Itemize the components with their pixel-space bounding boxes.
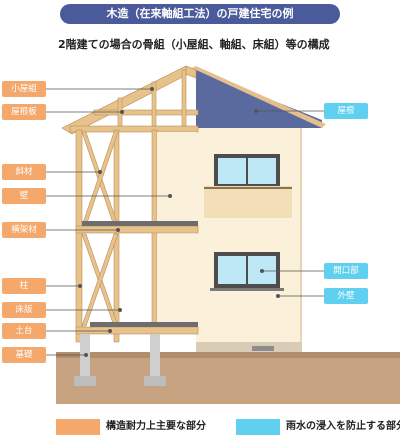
brace-low-2: [81, 233, 119, 327]
label-roof-frame: 小屋組: [2, 81, 46, 97]
label-roof-board: 屋根板: [2, 104, 46, 120]
roof-strut-2: [151, 81, 157, 127]
rafter-left: [61, 65, 197, 135]
post-right: [151, 129, 158, 343]
wall-panel-lower: [157, 234, 196, 326]
label-sill: 土台: [2, 323, 46, 339]
label-wall: 壁: [2, 188, 46, 204]
label-roof: 屋根: [324, 103, 368, 119]
ground-edge: [56, 352, 400, 358]
leader-lines: [46, 87, 324, 357]
floor-slab-1f: [90, 322, 198, 327]
footing-right-stem: [150, 334, 160, 378]
sill-plate: [75, 326, 199, 335]
upper-window-pane-left: [218, 158, 246, 184]
foundation-skirt: [196, 342, 302, 352]
diagram-title: 木造（在来軸組工法）の戸建住宅の例: [60, 4, 340, 24]
foundation-vent: [252, 346, 274, 351]
footing-left: [74, 376, 96, 386]
wall-corner: [300, 128, 302, 352]
label-floor: 床版: [2, 302, 46, 318]
lower-window-sill: [210, 288, 284, 291]
label-brace: 斜材: [2, 164, 46, 180]
lower-window-pane-left: [218, 256, 246, 284]
legend-rain-label: 雨水の浸入を防止する部分: [286, 421, 400, 432]
roof-fascia: [192, 66, 326, 128]
roof-shingles: [196, 70, 322, 128]
legend-structural-label: 構造耐力上主要な部分: [106, 421, 206, 432]
legend-rain-swatch: [236, 419, 280, 435]
roof-beam: [69, 125, 199, 133]
legend-structural-swatch: [56, 419, 100, 435]
collar-beam: [93, 109, 199, 116]
label-exterior-wall: 外壁: [324, 288, 368, 304]
upper-window-pane-right: [248, 158, 276, 184]
timber-frame: [61, 65, 199, 343]
balcony: [204, 186, 292, 218]
wall-panel-upper: [157, 132, 196, 226]
label-opening: 開口部: [324, 263, 368, 279]
floor-slab-2f: [82, 221, 198, 226]
post-left: [75, 129, 83, 343]
floor-beam-2f: [75, 225, 199, 234]
roof-strut-3: [181, 69, 187, 127]
label-foundation: 基礎: [2, 347, 46, 363]
diagram-subtitle: 2階建ての場合の骨組（小屋組、軸組、床組）等の構成: [58, 38, 330, 51]
ground: [56, 356, 400, 404]
label-beam: 横架材: [2, 222, 46, 238]
label-post: 柱: [2, 278, 46, 294]
footing-right: [144, 376, 166, 386]
